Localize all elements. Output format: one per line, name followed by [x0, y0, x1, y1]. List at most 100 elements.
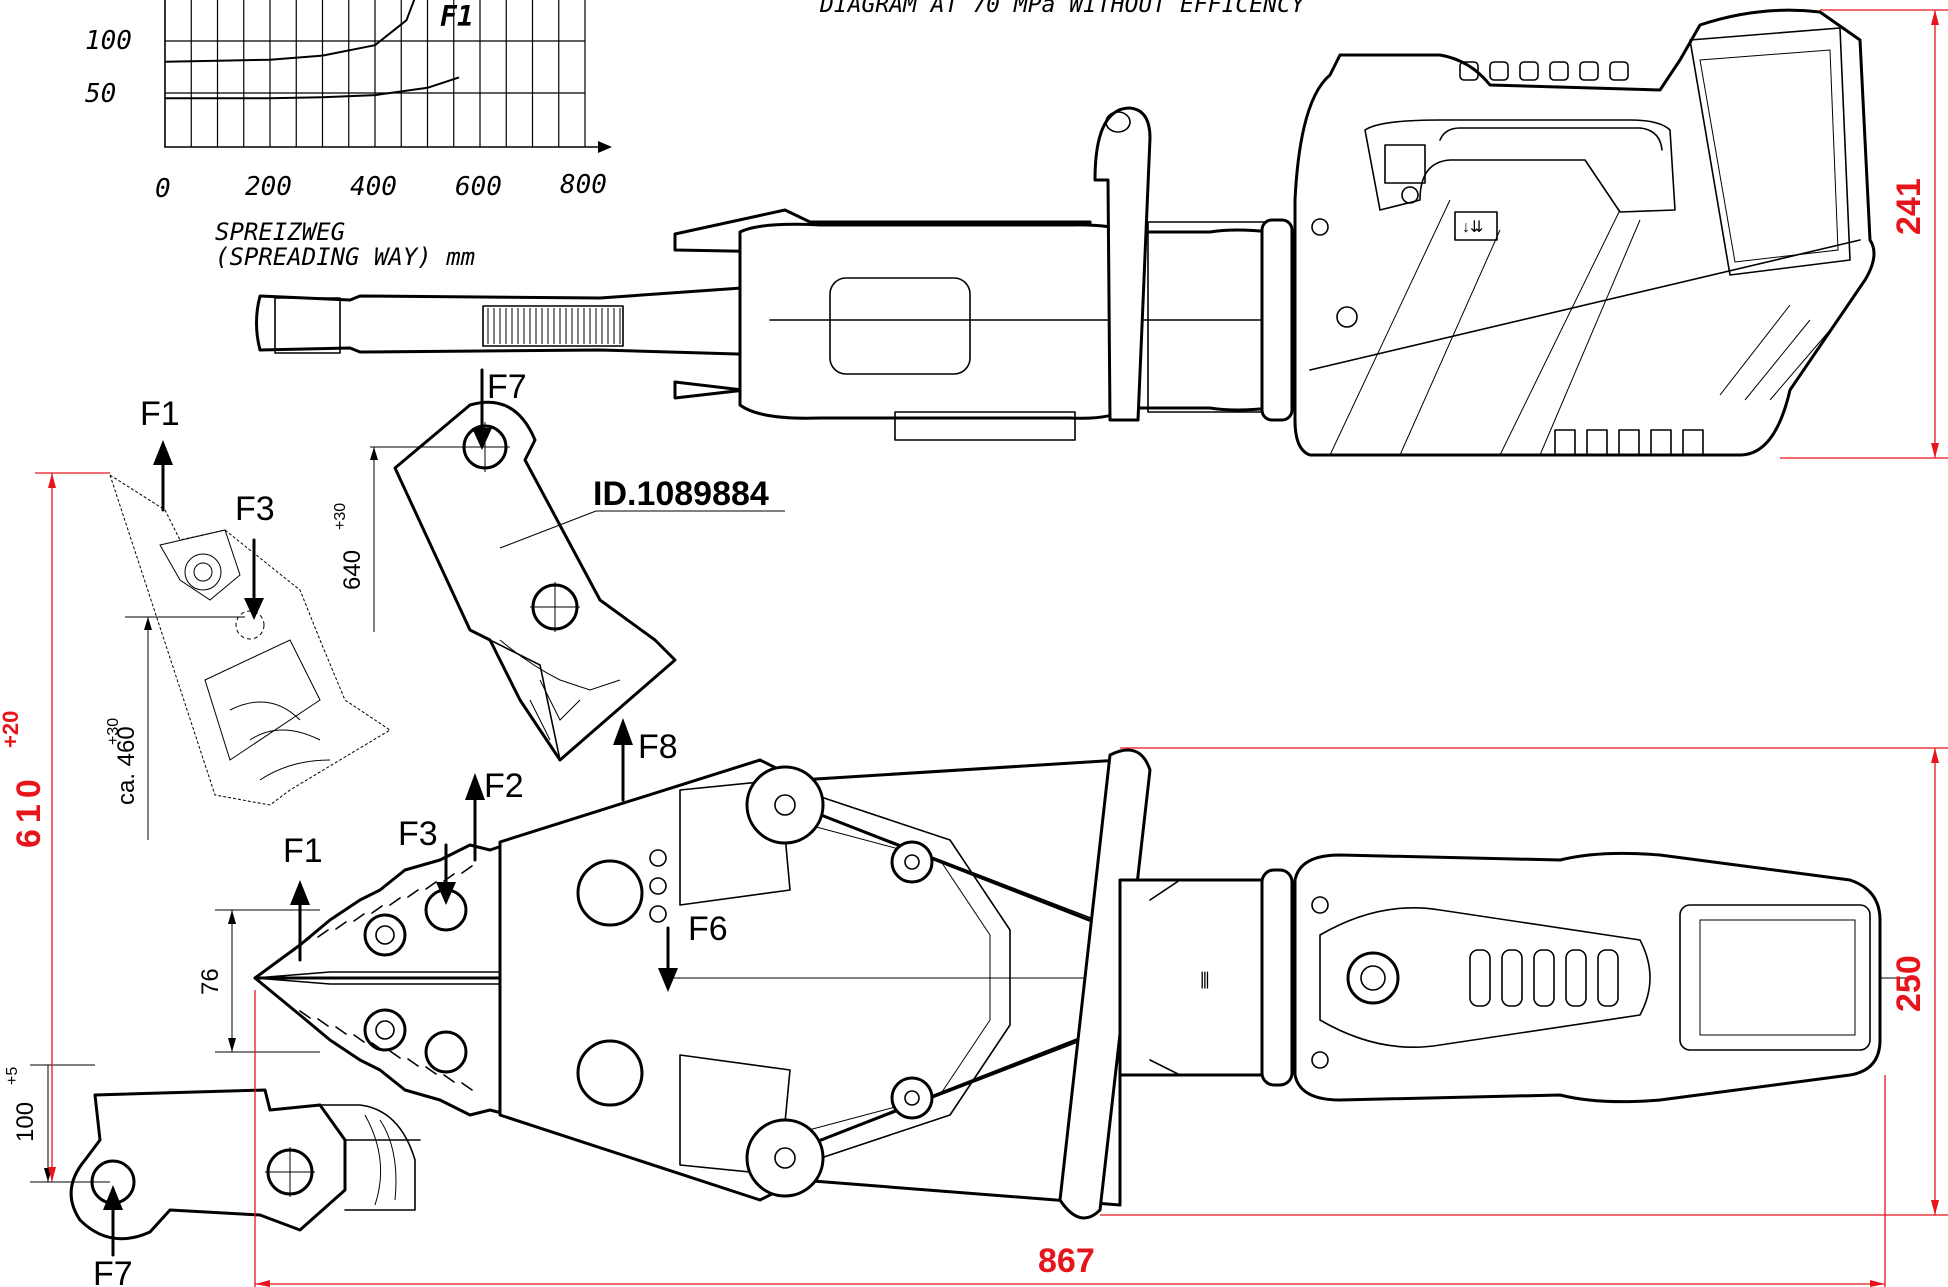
top-serration-upper: [389, 897, 401, 906]
label-f3-bottom: F3: [398, 815, 438, 853]
top-grip-ridge: [1469, 949, 1491, 1007]
foot-detail-outline: [69, 1088, 347, 1241]
chart-series-line-1: [164, 0, 416, 63]
chart-grid: [165, 0, 586, 147]
dim-241-arrow-top: [1931, 10, 1939, 25]
tip-detail-pin: [235, 610, 265, 640]
tip-detail: F1 F3 ca. 460 +30: [105, 395, 391, 840]
dim-610-arrow-top: [48, 473, 56, 488]
top-grip-ridge: [1501, 949, 1523, 1007]
arm-detail-outline: [393, 400, 677, 762]
top-serration-upper: [461, 865, 473, 874]
foot-detail-lines: [364, 1114, 397, 1206]
x-tick-200: 200: [245, 172, 292, 202]
jaw-pin-lower: [424, 1030, 468, 1074]
dim-610: 610: [10, 773, 48, 848]
side-valve-knob: [1384, 144, 1426, 184]
dim-76: 76: [197, 909, 320, 1053]
tool-top-view: ⦀: [253, 748, 1910, 1220]
top-serration-upper: [317, 929, 329, 938]
side-housing-ribs: [1329, 199, 1641, 456]
top-screw-1: [1311, 896, 1329, 914]
f1-top-arrow-head: [153, 440, 173, 465]
tip-detail-boss-inner: [193, 562, 213, 582]
top-grip-ridge: [1565, 949, 1587, 1007]
side-body-panel: [829, 277, 971, 375]
tip-detail-inner: [159, 529, 241, 601]
side-carry-handle: [1093, 106, 1152, 422]
id-leader: [499, 510, 597, 549]
top-serration-upper: [425, 881, 437, 890]
foot-detail: F7 100 +5: [4, 1064, 421, 1287]
label-f3-top: F3: [235, 490, 275, 528]
jaw-hole-upper: [363, 913, 407, 957]
chart-series-line-2: [165, 76, 460, 100]
f7-top-arrow-head: [472, 428, 492, 450]
x-tick-0: 0: [155, 174, 171, 204]
side-body: [738, 222, 1272, 420]
top-serration-lower: [335, 1026, 347, 1035]
body-dot-3: [649, 905, 667, 923]
side-valve-screw: [1401, 186, 1419, 204]
side-foot-tooth: [1682, 429, 1704, 456]
jaw-hole-upper-inner: [375, 925, 395, 945]
side-foot-ribs: [1719, 304, 1831, 401]
top-serration-upper: [335, 921, 347, 930]
dim-250-arrow-bottom: [1931, 1200, 1939, 1215]
side-foot-tooth: [1586, 429, 1608, 456]
dim-867: 867: [1038, 1242, 1095, 1280]
dim-76-arrow-bottom: [228, 1038, 236, 1052]
side-screw-2: [1311, 218, 1329, 236]
label-f7-top: F7: [487, 368, 527, 406]
top-serration-lower: [299, 1010, 311, 1019]
top-valve-knob: [1346, 951, 1400, 1005]
side-arrow-label-glyph: ↓⇊: [1462, 219, 1483, 236]
side-housing-diagonal: [1309, 239, 1861, 371]
side-grip-ridge: [1519, 61, 1539, 81]
arm-detail-tip-lines: [499, 639, 621, 741]
jaw-hole-lower: [363, 1008, 407, 1052]
top-grip-ridge: [1533, 949, 1555, 1007]
top-serration-lower: [353, 1034, 365, 1043]
arm-detail-tip: [469, 629, 561, 761]
x-axis-label-line1: SPREIZWEG: [215, 218, 345, 246]
force-arrows: F1 F2 F3 F6 F8: [283, 718, 728, 992]
x-axis-label-line2: (SPREADING WAY) mm: [215, 243, 475, 271]
label-f8: F8: [638, 728, 678, 766]
top-pivot-upper: [745, 765, 825, 845]
top-serration-lower: [425, 1066, 437, 1075]
top-link-pivot-upper-bolt: [904, 854, 920, 870]
top-grip: [1319, 907, 1651, 1048]
x-tick-800: 800: [560, 170, 607, 200]
dim-640-arrow: [370, 447, 378, 460]
side-handle-cap: [1105, 111, 1131, 133]
side-foot-tooth: [1618, 429, 1640, 456]
top-battery: [1679, 904, 1871, 1051]
side-grip-ridge: [1609, 61, 1629, 81]
foot-detail-blade: [319, 1104, 421, 1211]
top-serration-lower: [443, 1074, 455, 1083]
dim-250-arrow-top: [1931, 748, 1939, 763]
tool-side-view: ↓⇊: [255, 8, 1876, 457]
side-arrow-label: [1454, 211, 1498, 241]
top-serration-upper: [353, 913, 365, 922]
top-valve-knob-inner: [1360, 965, 1386, 991]
f3-top-arrow-head: [244, 598, 264, 620]
chart-series: [164, 0, 460, 100]
top-neck-lines: [1149, 879, 1251, 1076]
side-tip-block: [274, 297, 341, 354]
part-id: ID.1089884: [593, 475, 769, 513]
x-tick-400: 400: [350, 172, 397, 202]
top-serration-lower: [317, 1018, 329, 1027]
dim-ca460-tol: +30: [105, 718, 122, 745]
side-grip-ridge: [1459, 61, 1479, 81]
top-serration-upper: [371, 905, 383, 914]
dim-640: 640: [339, 550, 366, 590]
label-f2: F2: [484, 767, 524, 805]
top-link-pivot-lower: [890, 1076, 934, 1120]
force-diagram: 100 50 0 200 400 600 800 SPREIZWEG (SPRE…: [85, 0, 1307, 271]
dim-100: 100: [12, 1102, 39, 1142]
dim-610-arrow-bottom: [48, 1167, 56, 1182]
jaw-hole-lower-inner: [375, 1020, 395, 1040]
label-f1-bottom: F1: [283, 832, 323, 870]
